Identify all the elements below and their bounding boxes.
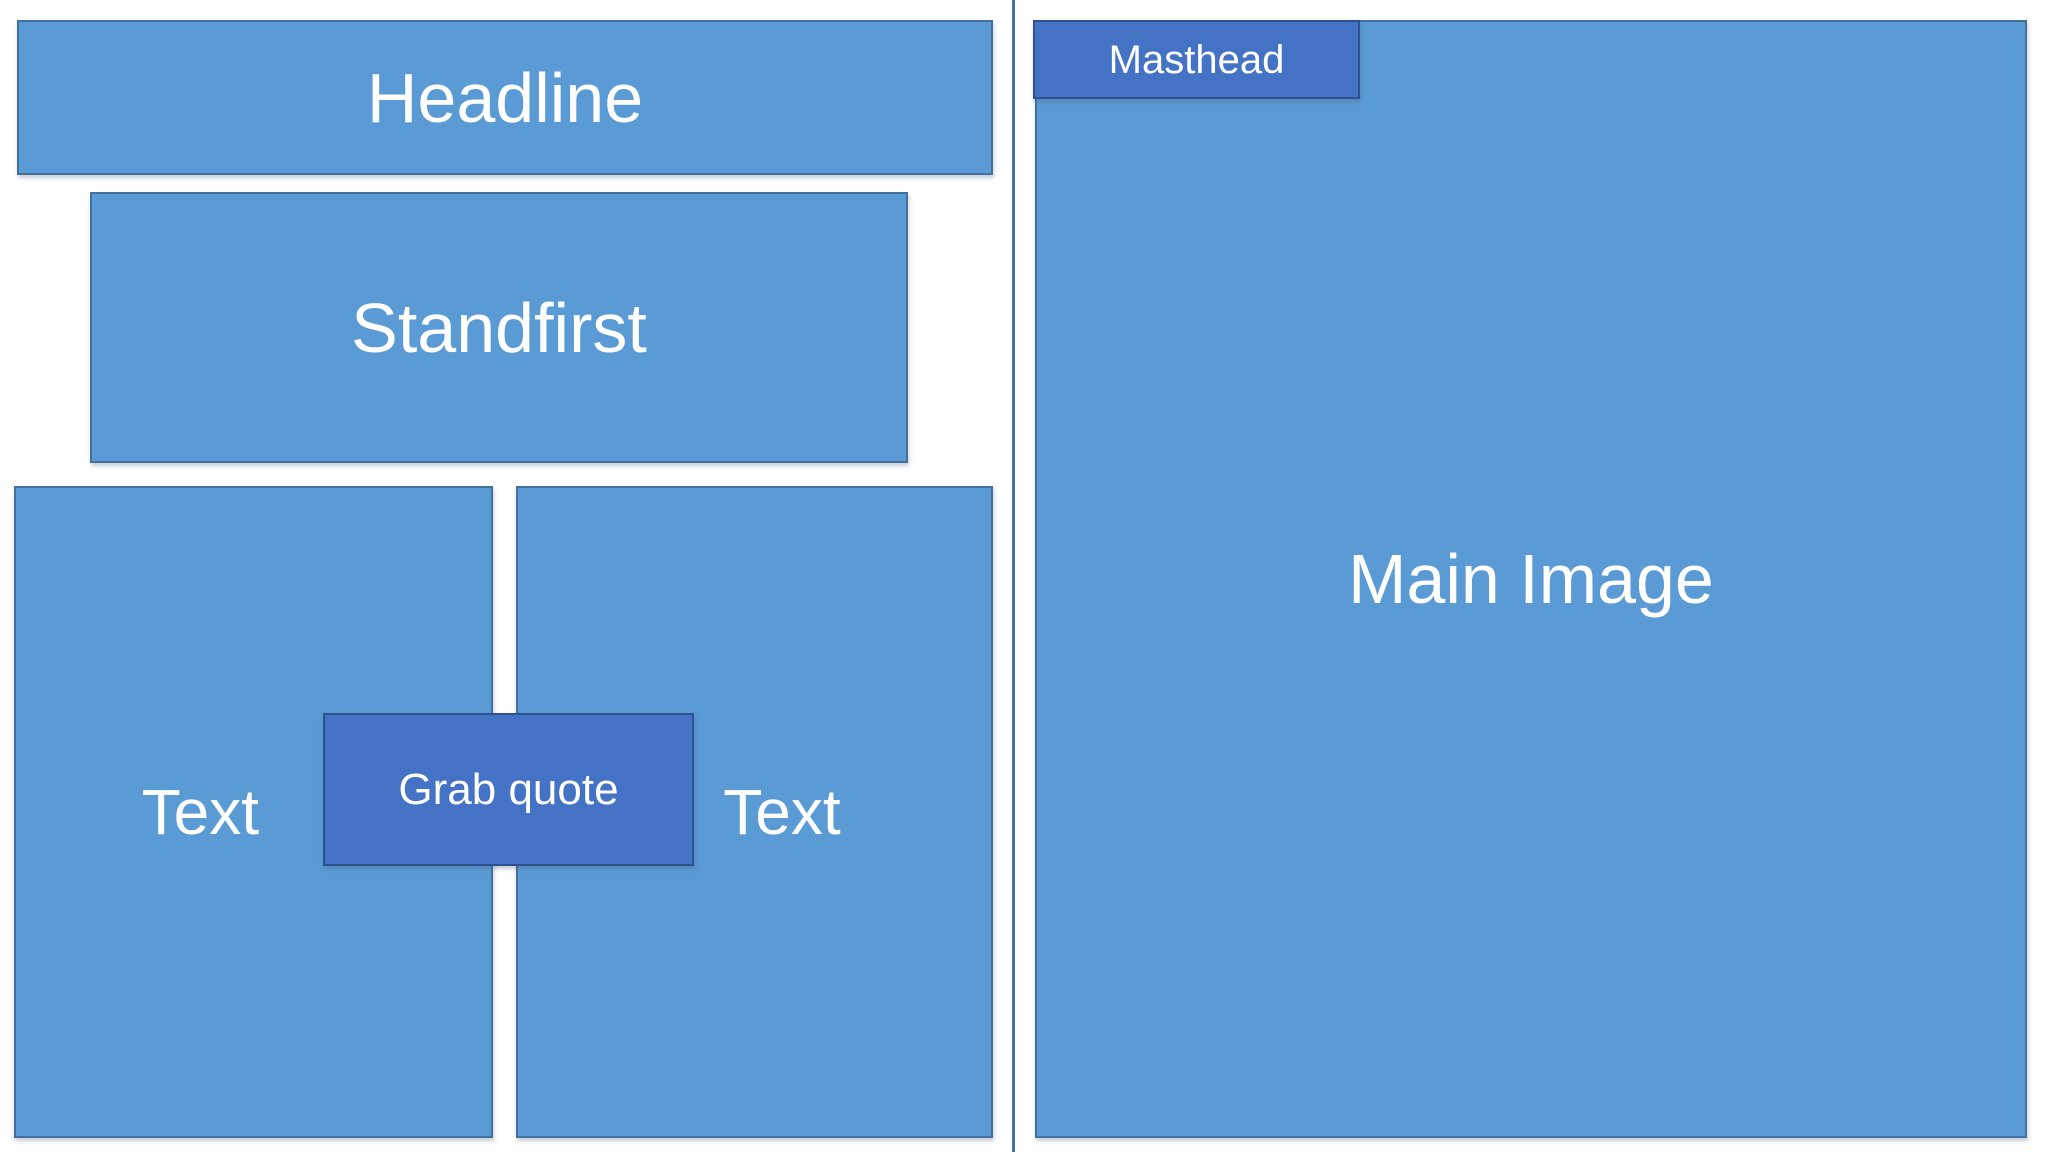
standfirst-box: Standfirst — [90, 192, 908, 463]
standfirst-label: Standfirst — [351, 288, 647, 367]
text-column-right-label: Text — [723, 776, 841, 848]
main-image-label: Main Image — [1348, 540, 1714, 618]
text-column-left-label: Text — [141, 776, 259, 848]
headline-box: Headline — [17, 20, 993, 175]
headline-label: Headline — [366, 58, 644, 137]
grab-quote-box: Grab quote — [323, 713, 694, 866]
masthead-box: Masthead — [1033, 20, 1360, 99]
page-divider-line — [1012, 0, 1015, 1152]
grab-quote-label: Grab quote — [398, 764, 619, 814]
main-image-box: Main Image — [1035, 20, 2027, 1138]
masthead-label: Masthead — [1108, 37, 1285, 82]
